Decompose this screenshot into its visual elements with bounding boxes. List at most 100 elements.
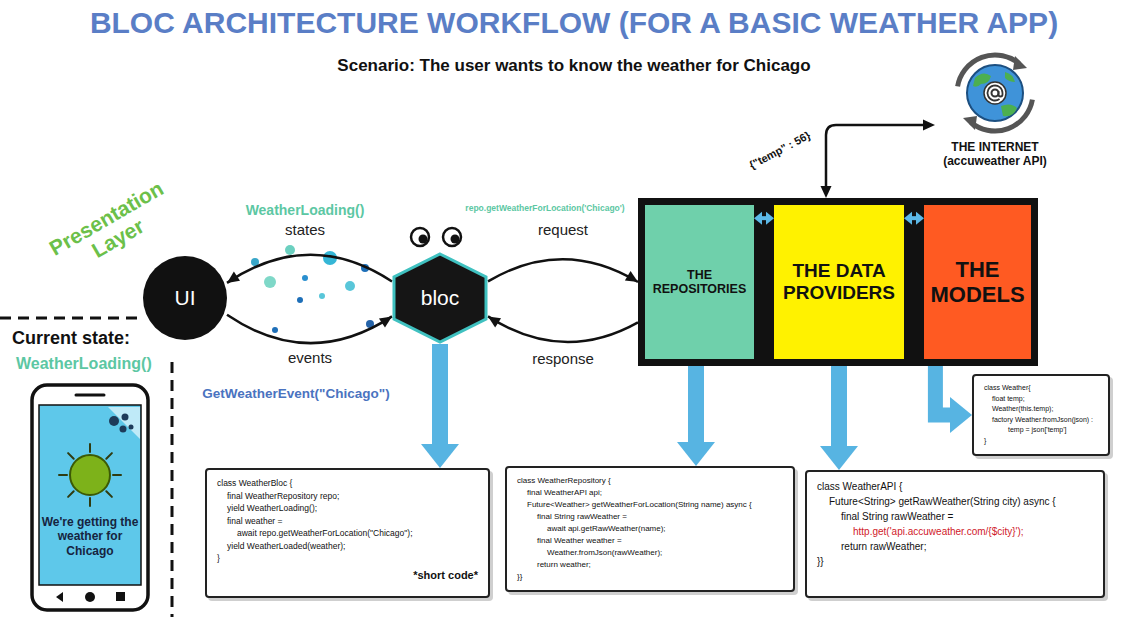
annotation-label: repo.getWeatherForLocation('Chicago'): [465, 203, 624, 213]
phone-body: [32, 385, 148, 610]
at-badge: [984, 82, 1006, 104]
arrow-head: [904, 212, 912, 225]
code-line: return rawWeather;: [841, 539, 926, 554]
connector: [935, 366, 972, 433]
code-line: yield WeatherLoading();: [227, 502, 317, 515]
pupil: [451, 235, 460, 244]
diagram-caption: Scenario: The user wants to know the wea…: [337, 56, 810, 76]
ray: [68, 491, 74, 497]
dot: [319, 293, 325, 299]
dot: [264, 276, 276, 288]
arrow-head: [754, 212, 762, 225]
dot: [285, 245, 295, 255]
dot: [345, 281, 355, 291]
arrow-head: [625, 271, 638, 282]
edge-label: events: [288, 349, 332, 366]
code-line: temp = json['temp']: [1008, 425, 1067, 436]
connector: [904, 212, 924, 225]
ray: [106, 491, 112, 497]
continent: [1001, 104, 1017, 116]
code-line: await repo.getWeatherForLocation("Chicag…: [237, 527, 413, 540]
note-text: *short code*: [413, 568, 478, 582]
ray: [106, 453, 112, 459]
arrow-head: [821, 186, 832, 198]
connector: [821, 119, 936, 198]
code-line: class WeatherAPI {: [817, 479, 902, 494]
dashed-divider: [171, 362, 174, 617]
code-line: Weather(this.temp);: [992, 404, 1053, 415]
node-label: bloc: [421, 286, 460, 310]
connector: [820, 366, 858, 470]
ray: [59, 474, 67, 476]
speaker: [76, 394, 104, 397]
connector-line: [227, 315, 392, 343]
arrow-head: [227, 272, 240, 283]
at-tail: [988, 86, 1003, 101]
code-line: class WeatherBloc {: [217, 477, 292, 490]
connector-line: [488, 316, 638, 342]
code-line: final String rawWeather =: [537, 511, 627, 523]
globe: [967, 65, 1023, 121]
pupil: [419, 235, 428, 244]
sun: [70, 455, 110, 495]
bloc-eyes: [411, 228, 461, 246]
connector: [421, 344, 459, 468]
ray: [89, 444, 91, 452]
code-line: float temp;: [992, 394, 1025, 405]
annotation-label: WeatherLoading(): [16, 355, 152, 373]
annotation-label: Current state:: [12, 328, 130, 349]
code-card: class WeatherRepository {final WeatherAP…: [505, 466, 795, 592]
code-card: class Weather{float temp;Weather(this.te…: [972, 374, 1110, 456]
ray: [113, 474, 121, 476]
ray: [89, 498, 91, 506]
dot: [272, 327, 278, 333]
eye: [411, 228, 429, 246]
connector: [227, 255, 392, 283]
edge-label: request: [538, 221, 588, 238]
bloc-hexagon: bloc: [392, 252, 488, 344]
cloud-dot: [109, 416, 119, 426]
node-label: We're getting the weather for Chicago: [40, 515, 140, 558]
node-label: THE REPOSITORIES: [649, 268, 750, 297]
connector: [227, 315, 392, 343]
back-button: [56, 592, 63, 602]
dashed-divider: [0, 317, 138, 320]
diagram-title: BLOC ARCHITECTURE WORKFLOW (FOR A BASIC …: [90, 6, 1058, 40]
code-line: final String rawWeather =: [841, 509, 953, 524]
cloud-dot: [120, 426, 127, 433]
code-line: }}: [517, 571, 522, 583]
code-line: }: [217, 552, 220, 565]
edge-label: states: [285, 221, 325, 238]
code-line: factory Weather.fromJson(json) :: [992, 415, 1093, 426]
phone-screen: We're getting the weather for Chicago: [30, 383, 150, 612]
internet-node: THE INTERNET (accuweather API): [935, 48, 1055, 198]
orbit-head: [963, 116, 977, 130]
annotation-label: WeatherLoading(): [246, 202, 365, 218]
connector: [488, 259, 638, 282]
continent: [1005, 72, 1015, 82]
connector-line: [935, 366, 952, 415]
arrow-head: [766, 212, 774, 225]
hexagon: [394, 254, 486, 342]
data-providers-panel: THE DATA PROVIDERS: [774, 198, 904, 366]
home-button: [85, 592, 95, 602]
code-line: final WeatherRepository repo;: [227, 490, 339, 503]
dot: [302, 275, 308, 281]
edge-label: {"temp" : 56}: [747, 129, 812, 171]
repositories-panel: THE REPOSITORIES: [638, 198, 754, 366]
cloud-dot: [129, 425, 134, 430]
arrow-head: [950, 397, 972, 433]
sun-rays: [59, 444, 121, 506]
code-line: return weather;: [537, 559, 591, 571]
code-line: Future<String> getRawWeather(String city…: [829, 494, 1056, 509]
code-line: final weather =: [227, 515, 283, 528]
arrow-head: [923, 119, 935, 130]
arrow-head: [677, 442, 715, 466]
code-line: Weather.fromJson(rawWeather);: [547, 547, 662, 559]
code-line: http.get('api.accuweather.com/{$city}');: [853, 524, 1024, 539]
connector-line: [831, 366, 847, 448]
arrow-head: [820, 446, 858, 470]
code-line: class WeatherRepository {: [517, 475, 611, 487]
code-line: final WeatherAPI api;: [527, 487, 602, 499]
